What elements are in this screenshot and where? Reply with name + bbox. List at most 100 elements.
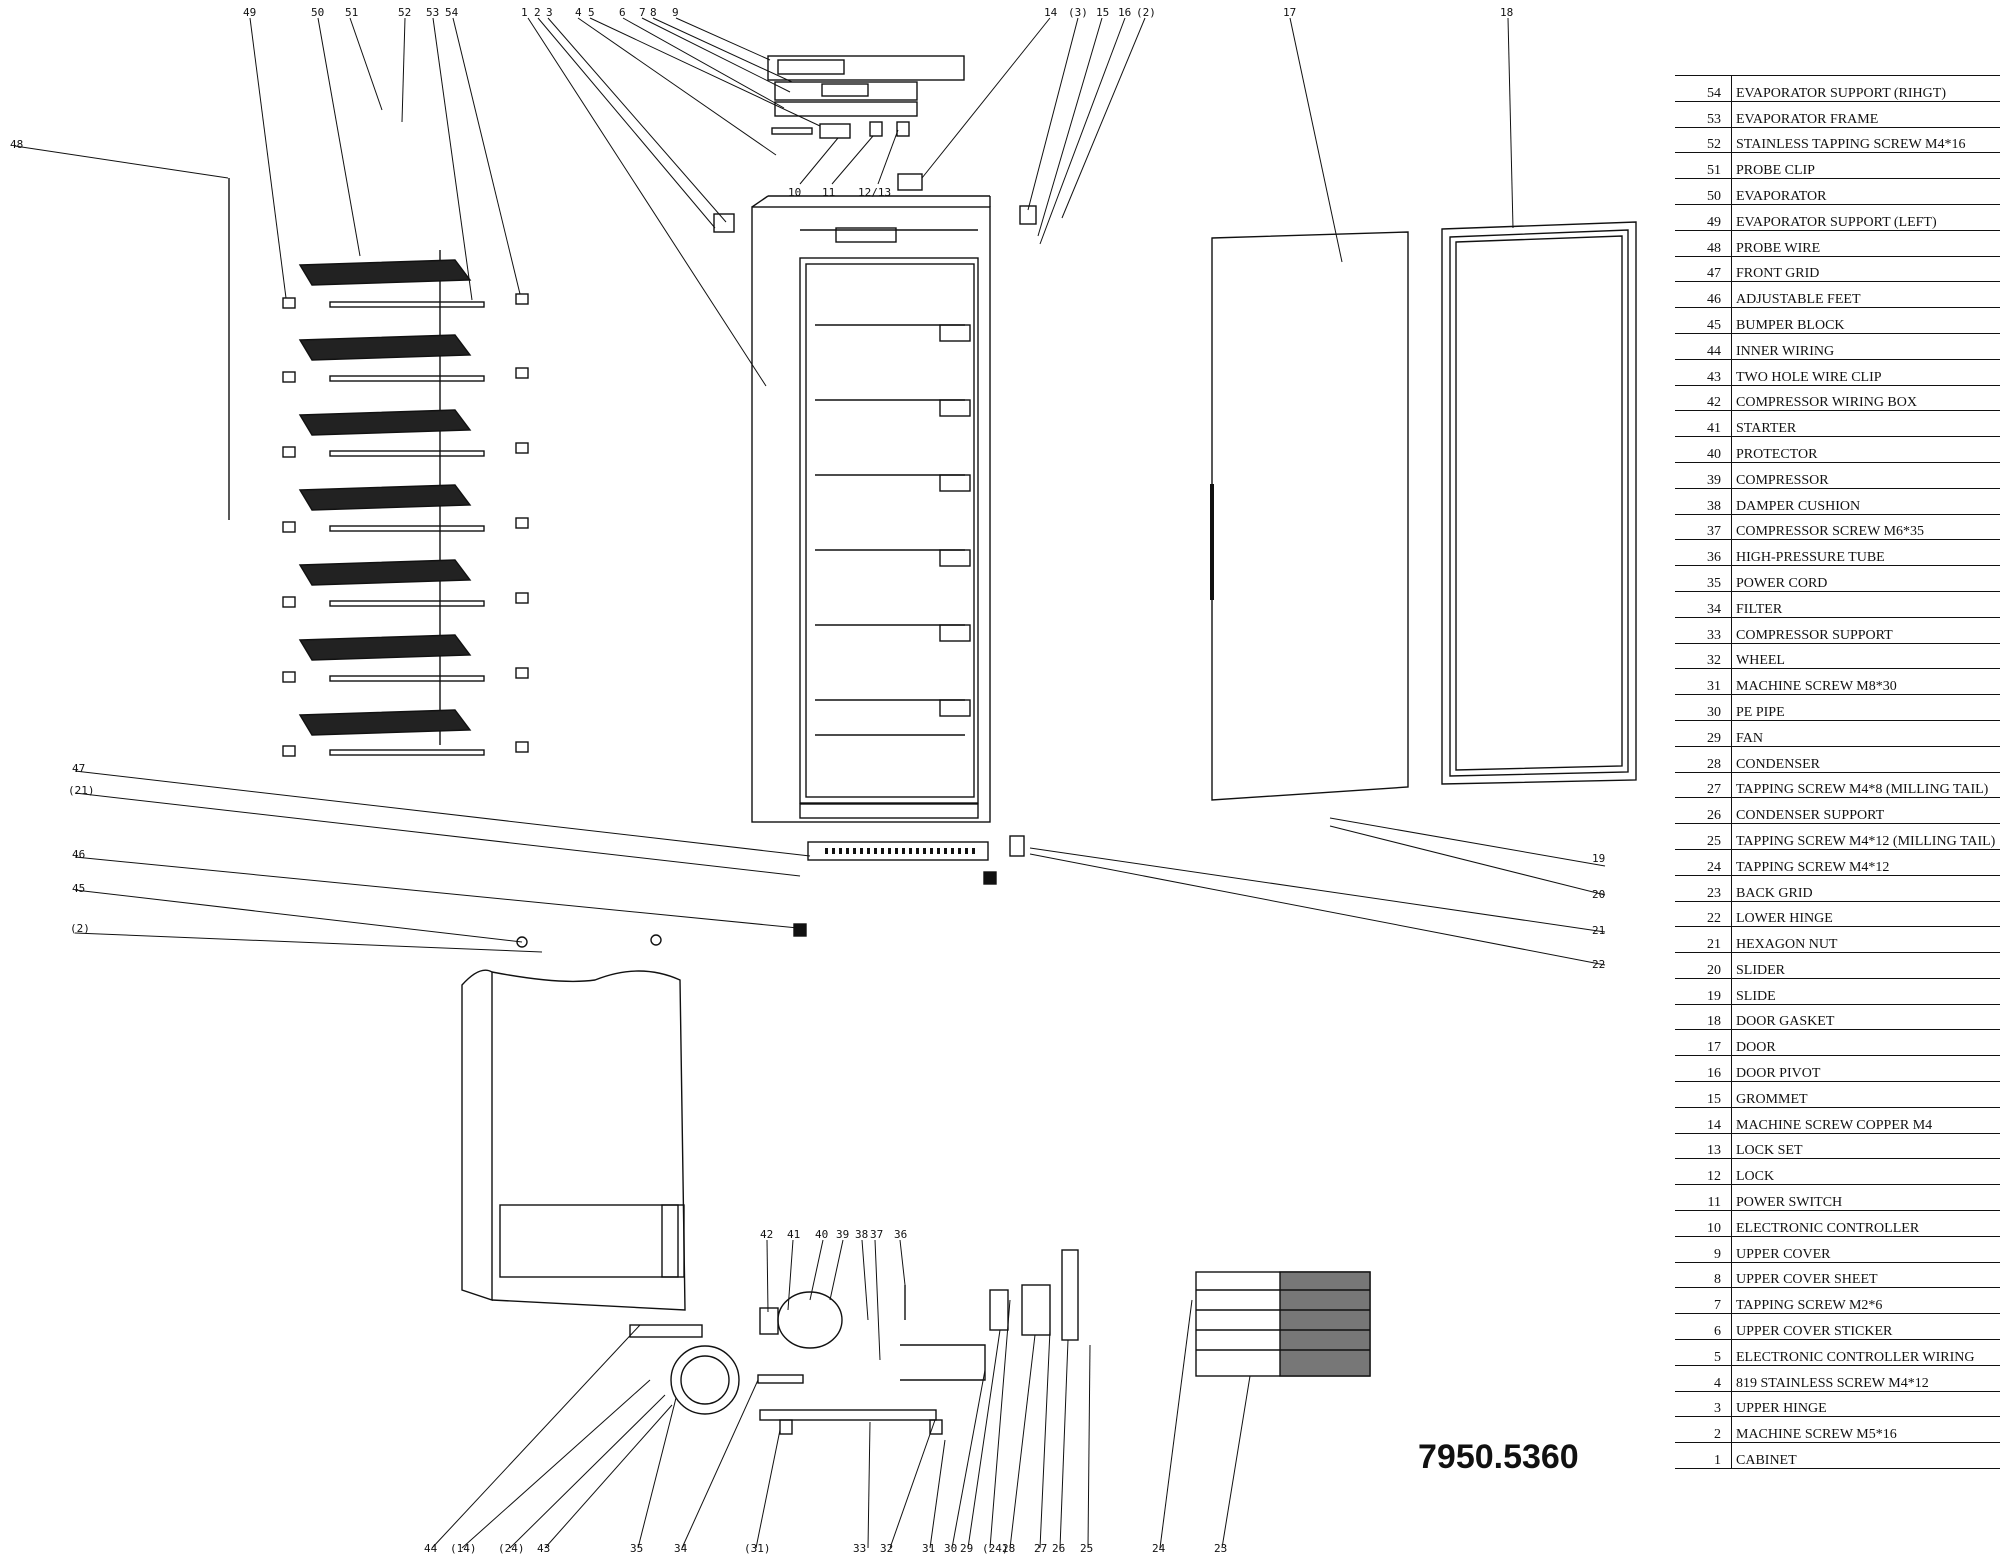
part-name: EVAPORATOR [1731,178,2000,205]
callout-7: 7 [639,6,646,19]
callout-17: 17 [1283,6,1296,19]
callout-10: 10 [788,186,801,199]
callout-4: 4 [575,6,582,19]
part-number: 36 [1675,539,1732,567]
part-number: 30 [1675,694,1732,721]
part-number: 34 [1675,591,1732,618]
part-number: 52 [1675,127,1732,154]
part-name: POWER CORD [1731,565,2000,592]
callout-33: 33 [853,1542,866,1555]
callout-14: 14 [1044,6,1058,19]
part-name: LOCK SET [1731,1133,2000,1160]
part-name: COMPRESSOR WIRING BOX [1731,385,2000,412]
part-number: 8 [1675,1262,1732,1289]
part-number: 14 [1675,1107,1732,1134]
part-number: 47 [1675,256,1732,283]
part-number: 51 [1675,152,1732,180]
part-name: CABINET [1731,1442,2000,1470]
model-number: 7950.5360 [1418,1438,1579,1476]
callout-39: 39 [836,1228,849,1241]
part-number: 21 [1675,926,1732,954]
callout-21: 21 [1592,924,1605,937]
part-name: HEXAGON NUT [1731,926,2000,954]
callout-14-ref: (14) [450,1542,477,1555]
part-number: 2 [1675,1416,1732,1444]
adjustable-feet-2 [983,871,997,885]
callout-51: 51 [345,6,358,19]
part-number: 19 [1675,978,1732,1005]
part-number: 23 [1675,875,1732,902]
callout-24-ref: (24) [498,1542,525,1555]
part-number: 50 [1675,178,1732,205]
lower-hinge [1009,835,1025,857]
part-number: 24 [1675,849,1732,876]
callout-31: 31 [922,1542,935,1555]
callout-52: 52 [398,6,411,19]
part-name: UPPER HINGE [1731,1391,2000,1418]
evaporator-assembly [228,178,529,757]
part-name: ADJUSTABLE FEET [1731,281,2000,309]
part-name: HIGH-PRESSURE TUBE [1731,539,2000,567]
part-name: EVAPORATOR SUPPORT (RIHGT) [1731,75,2000,102]
part-name: STARTER [1731,410,2000,438]
part-name: UPPER COVER STICKER [1731,1313,2000,1341]
callout-18: 18 [1500,6,1513,19]
part-name: POWER SWITCH [1731,1184,2000,1212]
exploded-view-diagram: 1 2 3 4 5 6 7 8 9 10 11 12/13 14 (3) 15 … [10,6,1637,1555]
callout-22: 22 [1592,958,1605,971]
adjustable-feet [793,923,807,937]
part-number: 28 [1675,746,1732,773]
callout-48: 48 [10,138,23,151]
callout-19: 19 [1592,852,1605,865]
part-name: DOOR PIVOT [1731,1055,2000,1083]
part-name: DOOR GASKET [1731,1004,2000,1031]
part-number: 29 [1675,720,1732,747]
part-name: 819 STAINLESS SCREW M4*12 [1731,1365,2000,1392]
part-name: LOWER HINGE [1731,901,2000,928]
part-number: 48 [1675,230,1732,257]
callout-11: 11 [822,186,835,199]
part-name: PROTECTOR [1731,436,2000,463]
callout-34: 34 [674,1542,688,1555]
bumper-block-2 [650,934,662,946]
part-name: SLIDE [1731,978,2000,1005]
part-number: 41 [1675,410,1732,438]
callout-47: 47 [72,762,85,775]
part-name: UPPER COVER SHEET [1731,1262,2000,1289]
callout-40: 40 [815,1228,828,1241]
callout-41: 41 [787,1228,800,1241]
door [1210,231,1409,801]
leader-lines [14,17,1606,1549]
callout-43: 43 [537,1542,550,1555]
part-name: TAPPING SCREW M4*12 (MILLING TAIL) [1731,823,2000,850]
callout-3-ref: (3) [1068,6,1088,19]
part-number: 33 [1675,617,1732,644]
upper-cover-assembly [713,55,1037,233]
part-name: LOCK [1731,1158,2000,1186]
callout-2: 2 [534,6,541,19]
part-number: 46 [1675,281,1732,309]
callout-25: 25 [1080,1542,1093,1555]
part-name: INNER WIRING [1731,333,2000,360]
